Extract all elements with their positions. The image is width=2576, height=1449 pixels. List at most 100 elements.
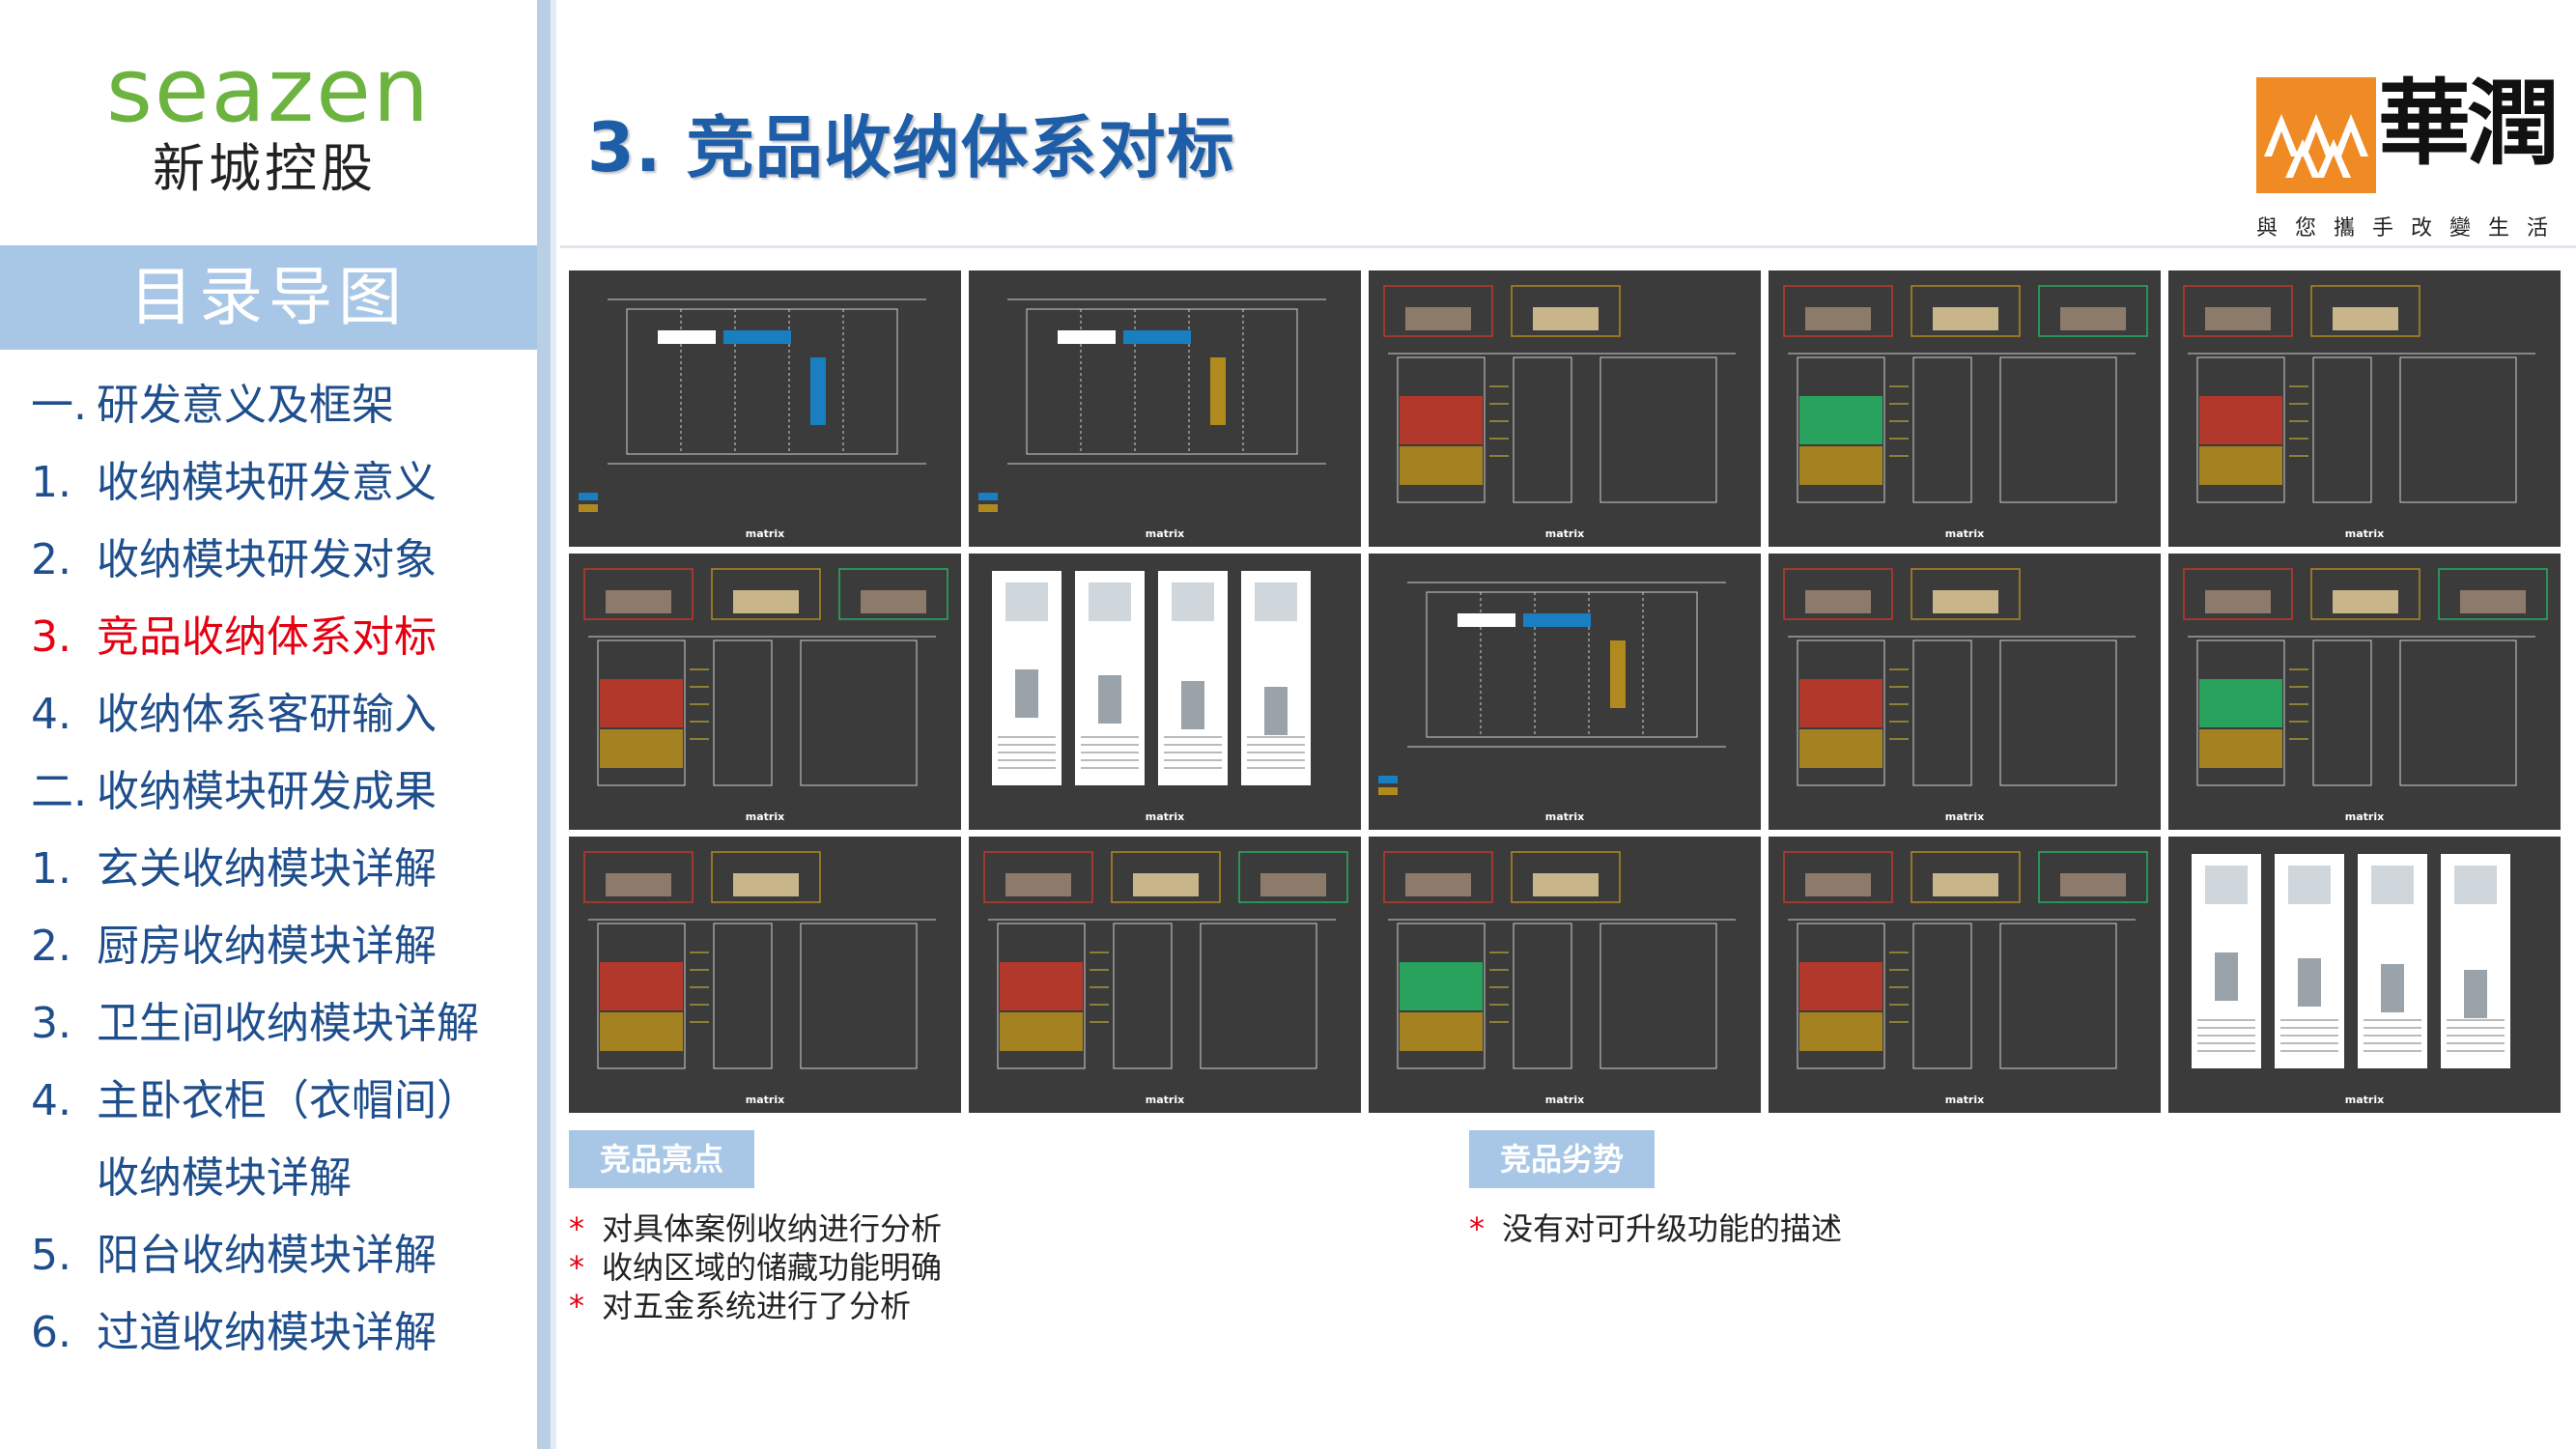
thumbnail-brand: matrix — [745, 527, 785, 540]
drawing-preview — [583, 851, 936, 1069]
bullet-text: 对五金系统进行了分析 — [602, 1288, 912, 1324]
header-divider — [560, 245, 2576, 248]
toc-item-number: 4. — [31, 1076, 71, 1125]
drawing-preview — [583, 568, 948, 786]
sidebar-divider — [537, 0, 551, 1449]
toc-item[interactable]: 2. 收纳模块研发对象 — [31, 522, 533, 599]
toc-item-label: 收纳模块研发意义 — [97, 458, 437, 507]
toc-item-label: 收纳体系客研输入 — [97, 690, 437, 739]
bullet-item: * 对五金系统进行了分析 — [569, 1287, 942, 1325]
thumbnail-brand: matrix — [2344, 527, 2385, 540]
toc-title-bar: 目录导图 — [0, 245, 537, 350]
asterisk-icon: * — [569, 1210, 584, 1247]
toc-item[interactable]: 3. 卫生间收纳模块详解 — [31, 985, 533, 1063]
toc-item-label: 阳台收纳模块详解 — [97, 1231, 437, 1280]
toc-item-number: 6. — [31, 1308, 71, 1357]
toc-item-number: 一. — [31, 381, 87, 430]
slide-thumbnail: matrix — [969, 270, 1361, 547]
bullet-item: * 收纳区域的储藏功能明确 — [569, 1248, 942, 1287]
bullet-text: 对具体案例收纳进行分析 — [602, 1210, 943, 1247]
drawing-preview — [2192, 854, 2510, 1068]
slide-thumbnail: matrix — [969, 554, 1361, 830]
sidebar: seazen 新城控股 目录导图 一.研发意义及框架 1. 收纳模块研发意义 2. 收纳… — [0, 0, 537, 1449]
thumbnail-brand: matrix — [745, 810, 785, 823]
asterisk-icon: * — [569, 1288, 584, 1324]
slide-thumbnail: matrix — [569, 837, 961, 1113]
drawing-preview — [1783, 285, 2148, 503]
toc-item[interactable]: 6. 过道收纳模块详解 — [31, 1294, 533, 1372]
slide-thumbnail: matrix — [1769, 837, 2161, 1113]
thumbnail-brand: matrix — [1145, 810, 1185, 823]
toc-item-label: 收纳模块研发对象 — [97, 535, 437, 584]
slide-thumbnail: matrix — [569, 554, 961, 830]
drawing-preview — [992, 571, 1311, 785]
weaknesses-list: * 没有对可升级功能的描述 — [1469, 1209, 1842, 1248]
toc-item[interactable]: 1. 玄关收纳模块详解 — [31, 831, 533, 908]
toc-item-number: 3. — [31, 612, 71, 662]
bullet-text: 没有对可升级功能的描述 — [1502, 1210, 1843, 1247]
thumbnail-brand: matrix — [2344, 810, 2385, 823]
thumbnail-brand: matrix — [1944, 527, 1985, 540]
partner-slogan: 與您攜手改變生活 — [2256, 216, 2566, 241]
thumbnail-brand: matrix — [2344, 1094, 2385, 1106]
slide-thumbnail: matrix — [2168, 554, 2561, 830]
thumbnail-brand: matrix — [745, 1094, 785, 1106]
partner-logo-icon — [2256, 77, 2376, 193]
strengths-list: * 对具体案例收纳进行分析 * 收纳区域的储藏功能明确 * 对五金系统进行了分析 — [569, 1209, 942, 1325]
toc-item-number: 2. — [31, 922, 71, 971]
toc-item-number: 4. — [31, 690, 71, 739]
drawing-preview — [1378, 582, 1726, 795]
toc-item[interactable]: 1. 收纳模块研发意义 — [31, 444, 533, 522]
toc-item-label: 过道收纳模块详解 — [97, 1308, 437, 1357]
slide-thumbnail: matrix — [1769, 554, 2161, 830]
drawing-preview — [1783, 851, 2148, 1069]
toc-item[interactable]: 3.竞品收纳体系对标 — [31, 599, 533, 676]
drawing-preview — [2183, 285, 2535, 503]
slide-thumbnail: matrix — [969, 837, 1361, 1113]
asterisk-icon: * — [1469, 1210, 1485, 1247]
toc-item[interactable]: 收纳模块详解 — [31, 1140, 533, 1217]
toc-item[interactable]: 二.收纳模块研发成果 — [31, 753, 533, 831]
toc-item-label: 研发意义及框架 — [97, 381, 394, 430]
thumbnail-brand: matrix — [1145, 1094, 1185, 1106]
page-title: 3. 竞品收纳体系对标 — [587, 108, 1235, 187]
thumbnail-brand: matrix — [1544, 527, 1585, 540]
drawing-preview — [1783, 568, 2136, 786]
slide-thumbnail: matrix — [1369, 554, 1761, 830]
bullet-item: * 没有对可升级功能的描述 — [1469, 1209, 1842, 1248]
toc-item[interactable]: 5. 阳台收纳模块详解 — [31, 1217, 533, 1294]
thumbnail-brand: matrix — [1944, 1094, 1985, 1106]
seazen-logo: seazen — [106, 39, 432, 142]
slide-thumbnail: matrix — [1369, 837, 1761, 1113]
bullet-item: * 对具体案例收纳进行分析 — [569, 1209, 942, 1248]
asterisk-icon: * — [569, 1249, 584, 1286]
sidebar-divider-shadow — [551, 0, 556, 1449]
bullet-text: 收纳区域的储藏功能明确 — [602, 1249, 943, 1286]
toc-item[interactable]: 4. 收纳体系客研输入 — [31, 676, 533, 753]
drawing-preview — [579, 298, 926, 512]
toc-item-number: 二. — [31, 767, 87, 816]
toc-item[interactable]: 一.研发意义及框架 — [31, 367, 533, 444]
toc-item[interactable]: 2.厨房收纳模块详解 — [31, 908, 533, 985]
partner-logo-text: 華潤 — [2378, 69, 2560, 178]
toc-item-number: 1. — [31, 458, 71, 507]
toc-title: 目录导图 — [129, 260, 408, 334]
toc-item-number: 3. — [31, 999, 71, 1048]
seazen-logo-cn: 新城控股 — [153, 138, 377, 199]
toc-item-number: 2. — [31, 535, 71, 584]
toc-item[interactable]: 4.主卧衣柜（衣帽间） — [31, 1063, 533, 1140]
drawing-preview — [2183, 568, 2548, 786]
thumbnail-brand: matrix — [1145, 527, 1185, 540]
partner-logo-mark — [2256, 77, 2376, 193]
strengths-tag: 竞品亮点 — [569, 1130, 755, 1188]
slide-thumbnail: matrix — [1769, 270, 2161, 547]
toc-item-number: 1. — [31, 844, 71, 894]
toc-item-label: 卫生间收纳模块详解 — [97, 999, 479, 1048]
toc-item-number: 5. — [31, 1231, 71, 1280]
slide-thumbnail: matrix — [2168, 837, 2561, 1113]
drawing-preview — [1383, 285, 1736, 503]
toc-item-label: 玄关收纳模块详解 — [97, 844, 437, 894]
slide-thumbnail: matrix — [2168, 270, 2561, 547]
drawing-preview — [983, 851, 1348, 1069]
